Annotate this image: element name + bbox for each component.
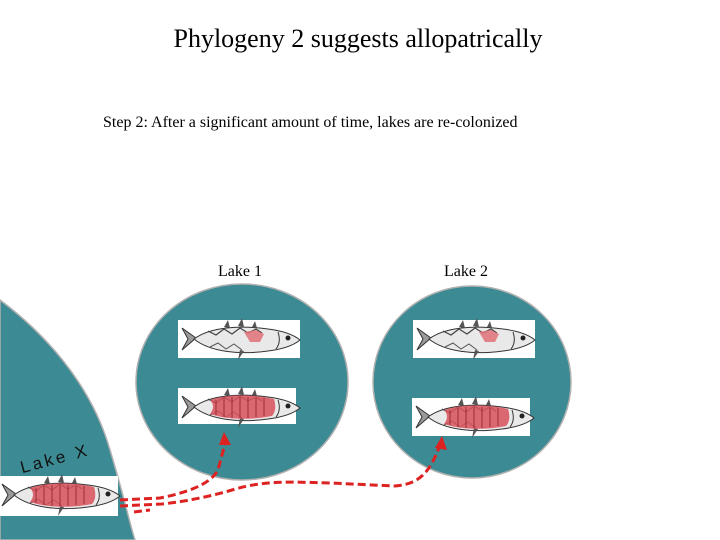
lake-1-label: Lake 1 [218,263,262,280]
lake-2-shape [372,285,572,479]
arrowhead [435,436,447,450]
step-description: Step 2: After a significant amount of ti… [103,114,518,131]
arrowhead [219,432,231,445]
slide-title: Phylogeny 2 suggests allopatrically [173,24,543,53]
migration-arrow-icon [119,439,442,514]
lake-1-shape [135,283,349,481]
lake-2-label: Lake 2 [444,263,488,280]
